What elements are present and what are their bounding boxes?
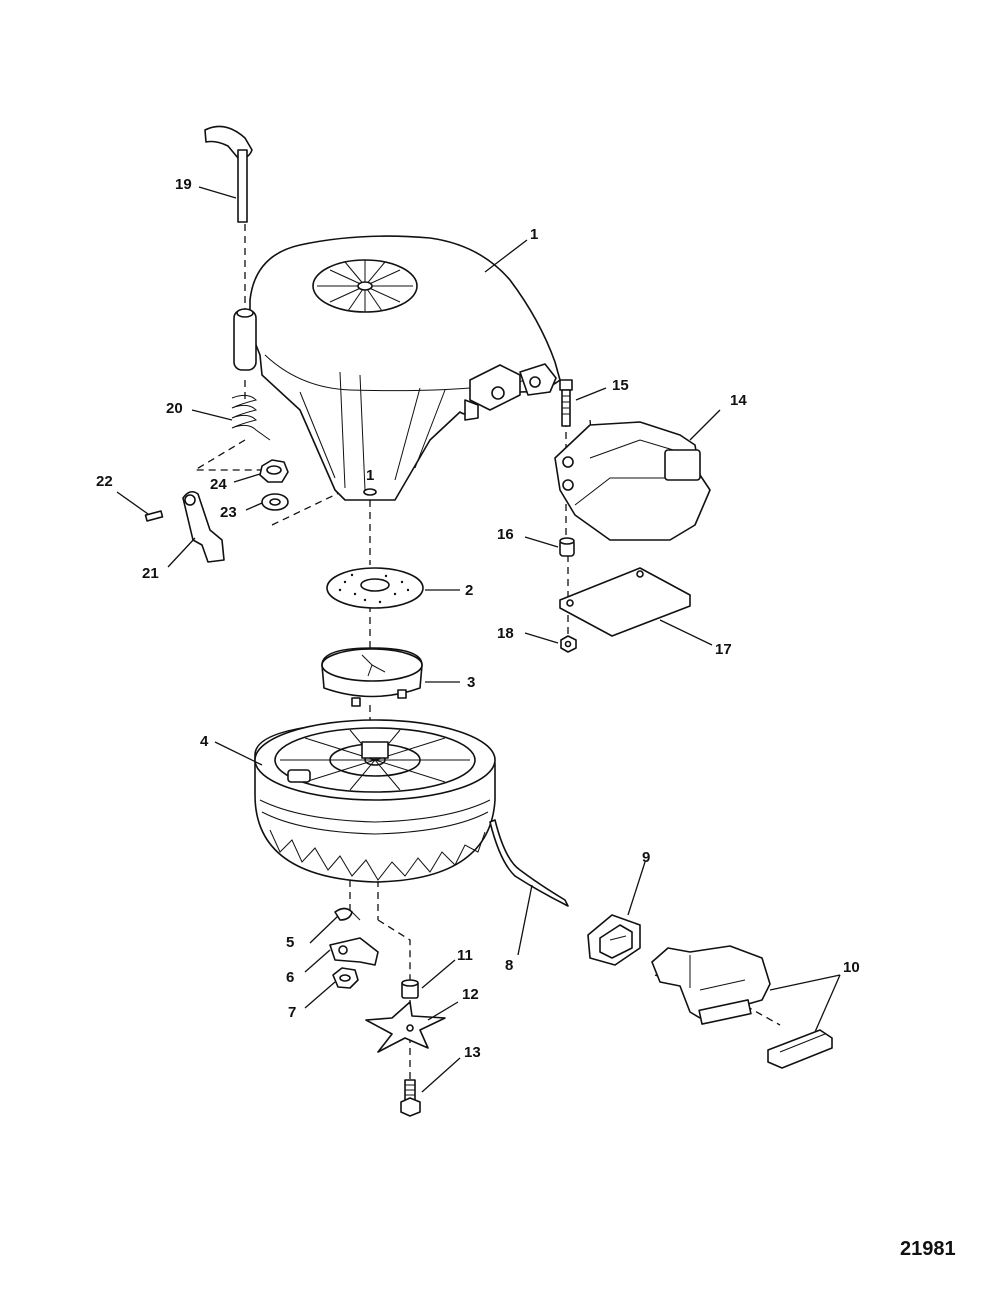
part-9-rope-guide bbox=[587, 914, 641, 966]
part-15-bolt bbox=[559, 379, 573, 427]
part-11-bushing bbox=[401, 979, 419, 999]
callout-19: 19 bbox=[175, 176, 192, 193]
document-number: 21981 bbox=[900, 1238, 956, 1260]
callout-20: 20 bbox=[166, 400, 183, 417]
callout-10: 10 bbox=[843, 959, 860, 976]
part-3-retainer bbox=[321, 647, 423, 707]
callout-3: 3 bbox=[467, 674, 475, 691]
callout-18: 18 bbox=[497, 625, 514, 642]
callout-13: 13 bbox=[464, 1044, 481, 1061]
part-6-pawl bbox=[329, 937, 379, 966]
part-17-gasket bbox=[559, 567, 691, 637]
part-18-nut bbox=[560, 635, 577, 653]
part-20-spring bbox=[231, 394, 271, 441]
callout-8: 8 bbox=[505, 957, 513, 974]
part-5-clip bbox=[334, 907, 361, 921]
part-8-rope bbox=[489, 819, 569, 907]
callout-2: 2 bbox=[465, 582, 473, 599]
part-24-nut bbox=[259, 459, 289, 483]
leader-lines bbox=[116, 186, 841, 1093]
callout-6: 6 bbox=[286, 969, 294, 986]
callout-12: 12 bbox=[462, 986, 479, 1003]
callout-labels: 1 1 2 3 4 5 6 7 8 9 10 11 12 13 14 15 16… bbox=[96, 176, 860, 1061]
callout-11: 11 bbox=[457, 947, 473, 964]
part-16-spacer bbox=[559, 537, 575, 557]
part-10-handle bbox=[651, 945, 833, 1069]
callout-17: 17 bbox=[715, 641, 732, 658]
callout-21: 21 bbox=[142, 565, 159, 582]
part-2-plate bbox=[326, 567, 424, 609]
callout-1-secondary: 1 bbox=[366, 467, 374, 484]
callout-23: 23 bbox=[220, 504, 237, 521]
callout-15: 15 bbox=[612, 377, 629, 394]
part-14-bracket bbox=[554, 421, 711, 541]
part-21-lever bbox=[182, 490, 225, 563]
callout-24: 24 bbox=[210, 476, 227, 493]
callout-7: 7 bbox=[288, 1004, 296, 1021]
part-19-rod bbox=[204, 125, 253, 223]
part-12-star-plate bbox=[365, 1001, 446, 1053]
part-4-pulley bbox=[254, 719, 496, 883]
callout-5: 5 bbox=[286, 934, 294, 951]
part-22-pin bbox=[144, 510, 164, 522]
part-1-housing bbox=[233, 235, 561, 501]
callout-22: 22 bbox=[96, 473, 113, 490]
part-13-bolt bbox=[400, 1079, 421, 1117]
callout-4: 4 bbox=[200, 733, 209, 750]
callout-1: 1 bbox=[530, 226, 538, 243]
callout-16: 16 bbox=[497, 526, 514, 543]
part-23-washer bbox=[261, 493, 289, 511]
part-7-nut bbox=[332, 967, 359, 989]
callout-9: 9 bbox=[642, 849, 650, 866]
callout-14: 14 bbox=[730, 392, 747, 409]
